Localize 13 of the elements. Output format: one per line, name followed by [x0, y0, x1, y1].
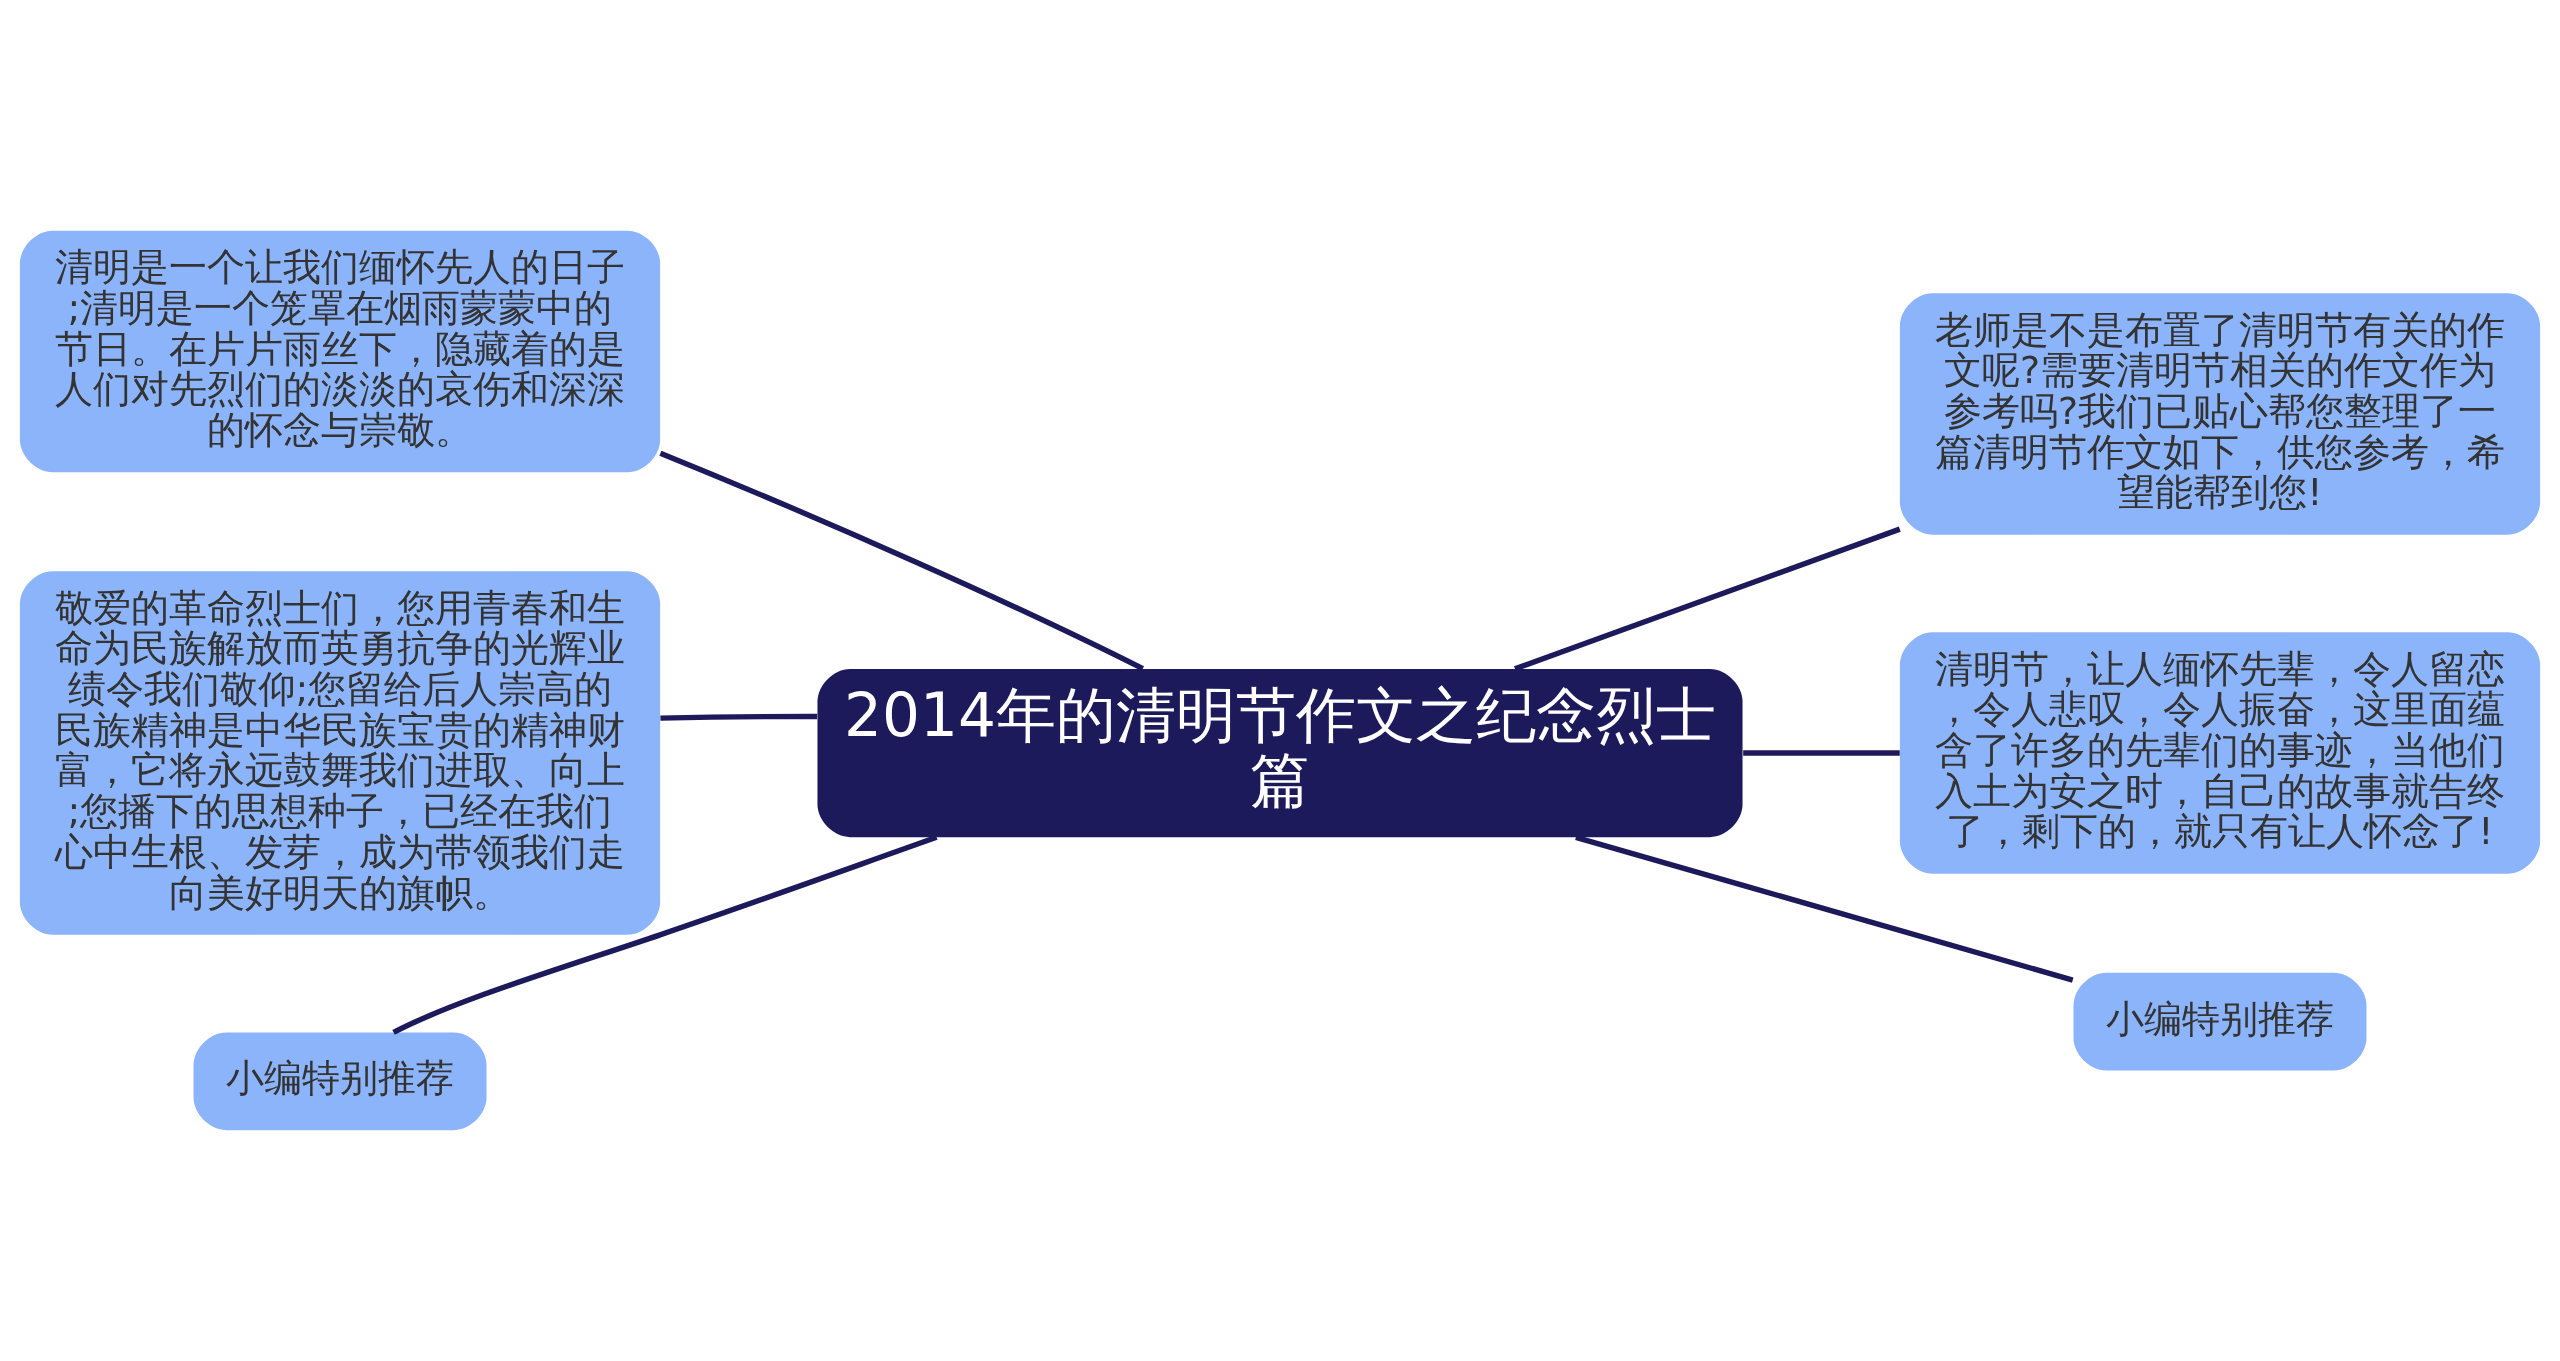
connector [1514, 526, 1901, 672]
node-box: 清明是一个让我们缅怀先人的日子;清明是一个笼罩在烟雨蒙蒙中的节日。在片片雨丝下，隐藏着的是人们对先烈们的淡淡的哀伤和深深的怀念与崇敬。 [19, 230, 661, 473]
node-box: 清明节，让人缅怀先辈，令人留恋，令人悲叹，令人振奋，这里面蕴含了许多的先辈们的事迹，当他们入土为安之时，自己的故事就告终了，剩下的，就只有让人怀念了! [1899, 632, 2541, 874]
node-box: 2014年的清明节作文之纪念烈士篇 [817, 668, 1743, 838]
node-box: 敬爱的革命烈士们，您用青春和生命为民族解放而英勇抗争的光辉业绩令我们敬仰;您留给后人崇高的民族精神是中华民族宝贵的精神财富，它将永远鼓舞我们进取、向上;您播下的思想种子，已经在我们心中生根、发芽，成为带领我们走向美好明天的旗帜。 [19, 571, 661, 935]
connector [659, 450, 1145, 672]
node-box: 老师是不是布置了清明节有关的作文呢?需要清明节相关的作文作为参考吗?我们已贴心帮您整理了一篇清明节作文如下，供您参考，希望能帮到您! [1899, 293, 2541, 535]
connector [1743, 750, 1900, 756]
connector [392, 834, 938, 1035]
node-box: 小编特别推荐 [193, 1032, 487, 1131]
connector [1575, 834, 2074, 983]
node-box: 小编特别推荐 [2073, 972, 2367, 1071]
connector [660, 713, 818, 721]
